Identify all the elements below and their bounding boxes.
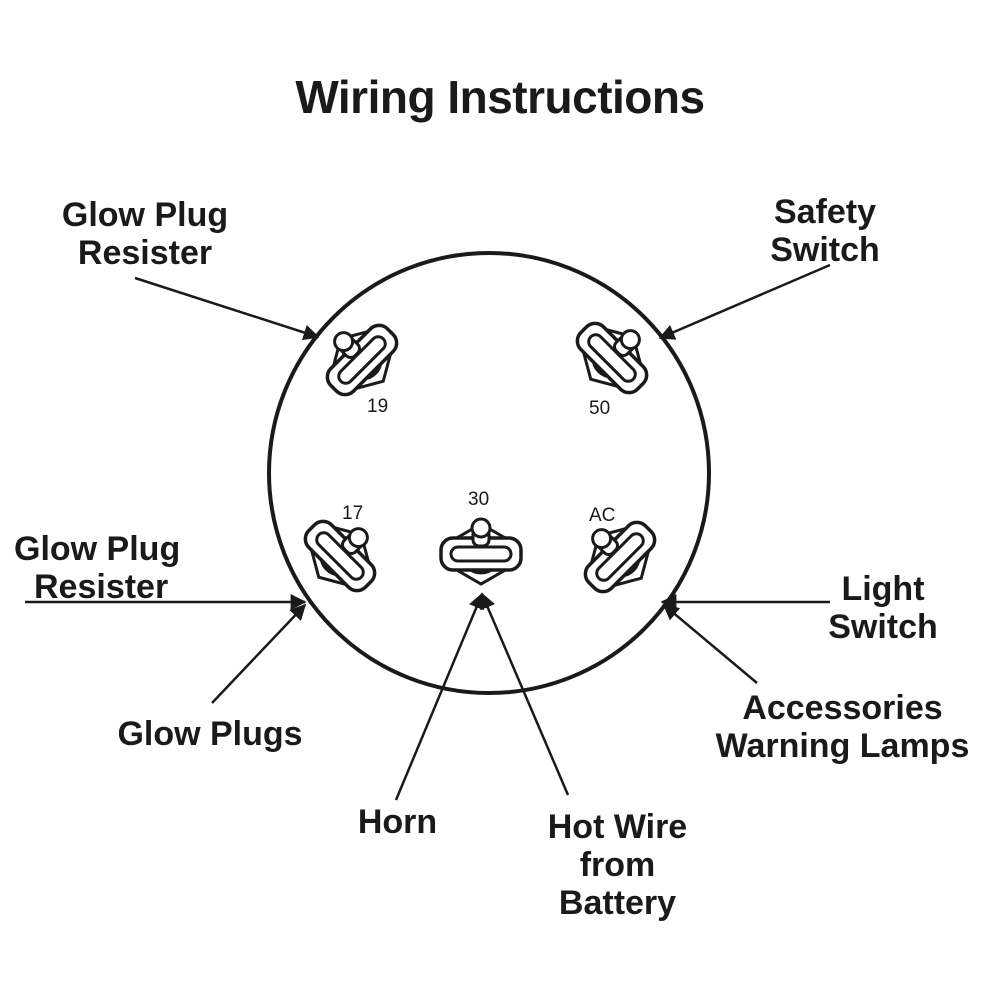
callout-hot-wire-from-battery: Hot Wire from Battery — [525, 808, 710, 922]
callout-horn: Horn — [335, 803, 460, 841]
callout-accessories-warning-lamps: Accessories Warning Lamps — [690, 689, 995, 765]
terminal-19-label: 19 — [367, 396, 389, 417]
callout-line: Resister — [34, 568, 169, 606]
switch-housing — [267, 251, 711, 695]
callout-glow-plugs: Glow Plugs — [95, 715, 325, 753]
callout-line: Battery — [558, 884, 677, 922]
arrow-accessories-warning-lamps — [662, 603, 758, 684]
callout-line: Switch — [770, 231, 880, 269]
callout-glow-plug-resister-left: Glow Plug Resister — [14, 530, 234, 606]
callout-line: Hot Wire — [547, 808, 688, 846]
diagram-title: Wiring Instructions — [295, 71, 705, 123]
callout-line: Switch — [828, 608, 938, 646]
arrow-hot-wire — [480, 592, 570, 796]
terminal-17-label: 17 — [342, 503, 364, 524]
callout-line: Warning Lamps — [715, 727, 970, 765]
terminal-30-label: 30 — [468, 489, 490, 510]
callout-line: Glow Plugs — [117, 715, 303, 753]
callout-line: Glow Plug — [14, 530, 181, 568]
callout-light-switch: Light Switch — [808, 570, 958, 646]
callout-line: Light — [841, 570, 925, 608]
callout-line: Resister — [77, 234, 213, 272]
callout-glow-plug-resister-top: Glow Plug Resister — [40, 196, 250, 272]
arrow-horn — [394, 592, 484, 801]
arrow-glow-plugs — [211, 603, 307, 704]
callout-line: Glow Plug — [61, 196, 229, 234]
arrow-glow-plug-resister-top — [134, 276, 320, 341]
callout-line: Safety — [773, 193, 877, 231]
callout-line: from — [579, 846, 656, 884]
callout-line: Accessories — [742, 689, 943, 727]
terminal-50-label: 50 — [589, 398, 611, 419]
arrow-safety-switch — [658, 263, 831, 340]
callout-line: Horn — [357, 803, 438, 841]
callout-safety-switch: Safety Switch — [745, 193, 905, 269]
terminal-ac-label: AC — [589, 505, 616, 526]
